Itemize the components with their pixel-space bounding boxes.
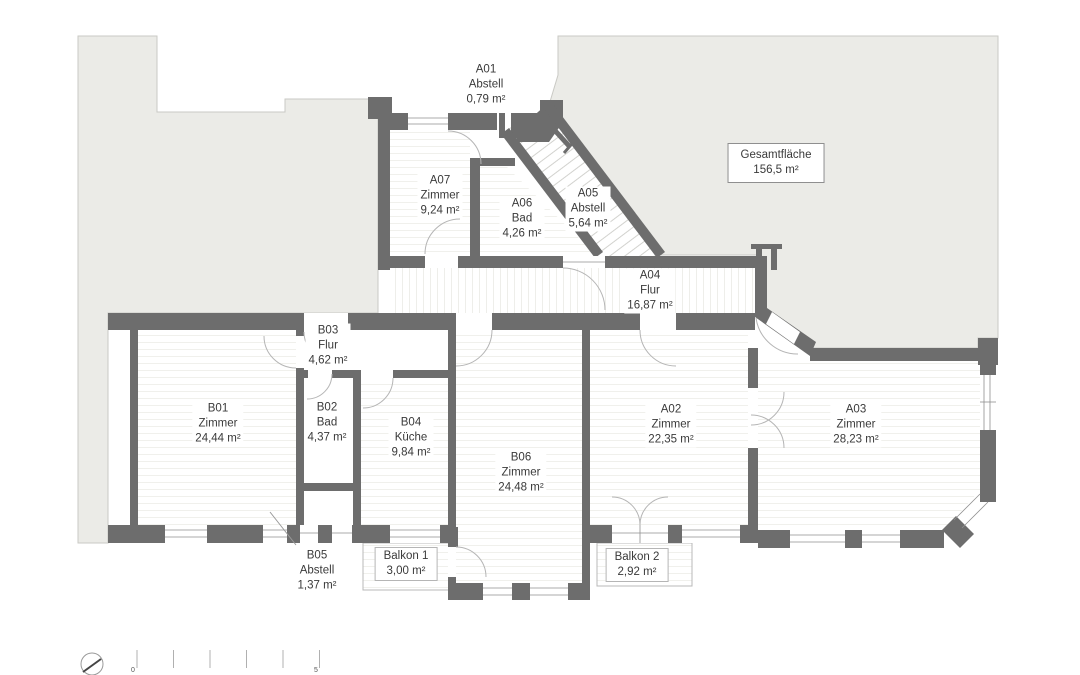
window <box>390 525 440 543</box>
balcony-door <box>612 525 668 543</box>
window <box>165 525 207 543</box>
north-arrow-icon <box>80 652 104 675</box>
room-floors <box>138 103 980 583</box>
scale-end-label: 5 <box>314 667 318 674</box>
window <box>408 113 448 130</box>
tick-marks <box>136 650 320 668</box>
window <box>332 525 352 543</box>
window <box>300 525 318 543</box>
scale-start-label: 0 <box>131 667 135 674</box>
room-floor-b05 <box>304 491 352 525</box>
window <box>862 530 900 548</box>
window <box>790 530 845 548</box>
door-arcs <box>263 130 799 578</box>
window <box>530 583 568 600</box>
scale-bar <box>80 650 320 675</box>
window <box>263 525 287 543</box>
bay-window <box>953 493 989 529</box>
window <box>483 583 512 600</box>
windows <box>165 113 996 600</box>
window <box>682 525 740 543</box>
room-floor-a04 <box>390 268 755 313</box>
door-opening <box>296 256 800 577</box>
window <box>563 256 605 268</box>
window <box>980 375 996 430</box>
